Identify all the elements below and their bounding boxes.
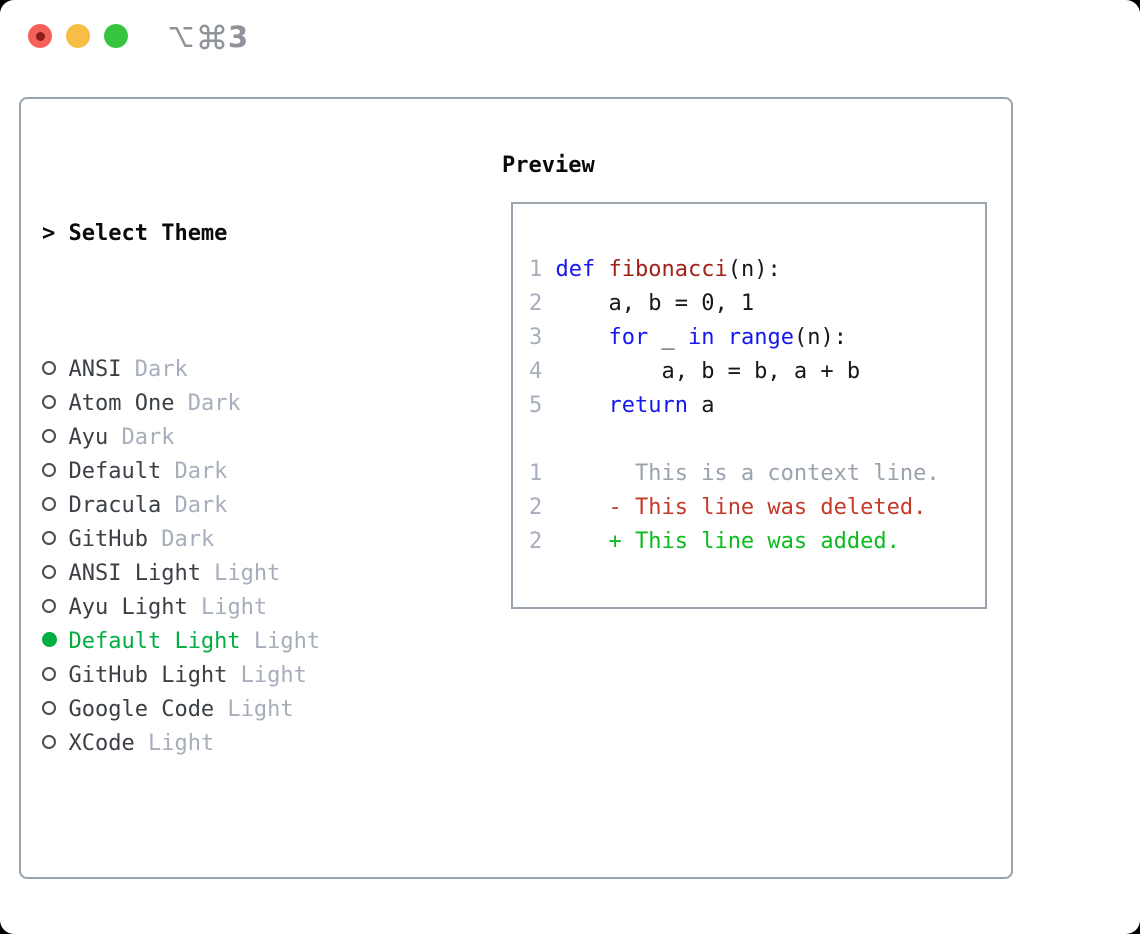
- theme-option[interactable]: Google Code Light: [42, 693, 413, 727]
- radio-icon: [42, 625, 68, 659]
- radio-icon: [42, 591, 68, 625]
- radio-icon: [42, 421, 68, 455]
- option-label: GitHub: [68, 527, 148, 552]
- prompt-caret-icon: >: [42, 221, 56, 246]
- window-title-shortcut: 3: [166, 18, 248, 56]
- shortcut-key: 3: [228, 20, 249, 54]
- theme-variant-badge: Dark: [121, 357, 188, 382]
- option-label: Ayu Light: [68, 595, 188, 620]
- theme-option[interactable]: Default Dark: [42, 455, 413, 489]
- theme-option[interactable]: Default Light Light: [42, 625, 413, 659]
- radio-icon: [42, 693, 68, 727]
- option-label: Default Light: [68, 629, 241, 654]
- theme-option[interactable]: Ayu Light Light: [42, 591, 413, 625]
- radio-icon: [42, 489, 68, 523]
- theme-variant-badge: Dark: [161, 459, 228, 484]
- theme-variant-badge: Light: [134, 731, 215, 756]
- theme-option[interactable]: Dracula Dark: [42, 489, 413, 523]
- radio-icon: [42, 727, 68, 761]
- option-label: Dracula: [68, 493, 162, 518]
- close-dot-icon: [35, 31, 45, 41]
- theme-variant-badge: Light: [240, 629, 321, 654]
- preview-title: Preview: [502, 153, 595, 178]
- theme-variant-badge: Light: [200, 561, 281, 586]
- option-label: ANSI: [68, 357, 122, 382]
- theme-option[interactable]: XCode Light: [42, 727, 413, 761]
- select-theme-label: Select Theme: [68, 221, 228, 246]
- option-label: Atom One: [68, 391, 175, 416]
- radio-icon: [42, 557, 68, 591]
- theme-option[interactable]: GitHub Dark: [42, 523, 413, 557]
- preview-box: 1 def fibonacci(n): 2 a, b = 0, 1 3 for …: [511, 202, 987, 609]
- option-label: XCode: [68, 731, 135, 756]
- spacer-row: [42, 863, 413, 897]
- radio-icon: [42, 387, 68, 421]
- theme-option[interactable]: Atom One Dark: [42, 387, 413, 421]
- radio-icon: [42, 455, 68, 489]
- select-theme-header: > Select Theme: [42, 217, 413, 251]
- option-label: Google Code: [68, 697, 215, 722]
- option-label: GitHub Light: [68, 663, 228, 688]
- zoom-button[interactable]: [104, 24, 128, 48]
- theme-variant-badge: Light: [227, 663, 307, 688]
- command-icon: [199, 24, 225, 50]
- option-label: Default: [68, 459, 162, 484]
- theme-option[interactable]: GitHub Light Light: [42, 659, 413, 693]
- radio-icon: [42, 353, 68, 387]
- radio-icon: [42, 523, 68, 557]
- close-button[interactable]: [28, 24, 52, 48]
- option-label: Ayu: [68, 425, 109, 450]
- option-icon: [169, 27, 193, 47]
- theme-option[interactable]: Ayu Dark: [42, 421, 413, 455]
- radio-icon: [42, 659, 68, 693]
- theme-variant-badge: Dark: [108, 425, 175, 450]
- titlebar: [28, 24, 128, 48]
- theme-option[interactable]: ANSI Dark: [42, 353, 413, 387]
- code-preview: 1 def fibonacci(n): 2 a, b = 0, 1 3 for …: [529, 257, 940, 554]
- theme-variant-badge: Dark: [161, 493, 228, 518]
- theme-variant-badge: Light: [214, 697, 294, 722]
- theme-variant-badge: Dark: [147, 527, 215, 552]
- theme-variant-badge: Dark: [174, 391, 241, 416]
- option-label: ANSI Light: [68, 561, 201, 586]
- minimize-button[interactable]: [66, 24, 90, 48]
- theme-option[interactable]: ANSI Light Light: [42, 557, 413, 591]
- theme-variant-badge: Light: [187, 595, 268, 620]
